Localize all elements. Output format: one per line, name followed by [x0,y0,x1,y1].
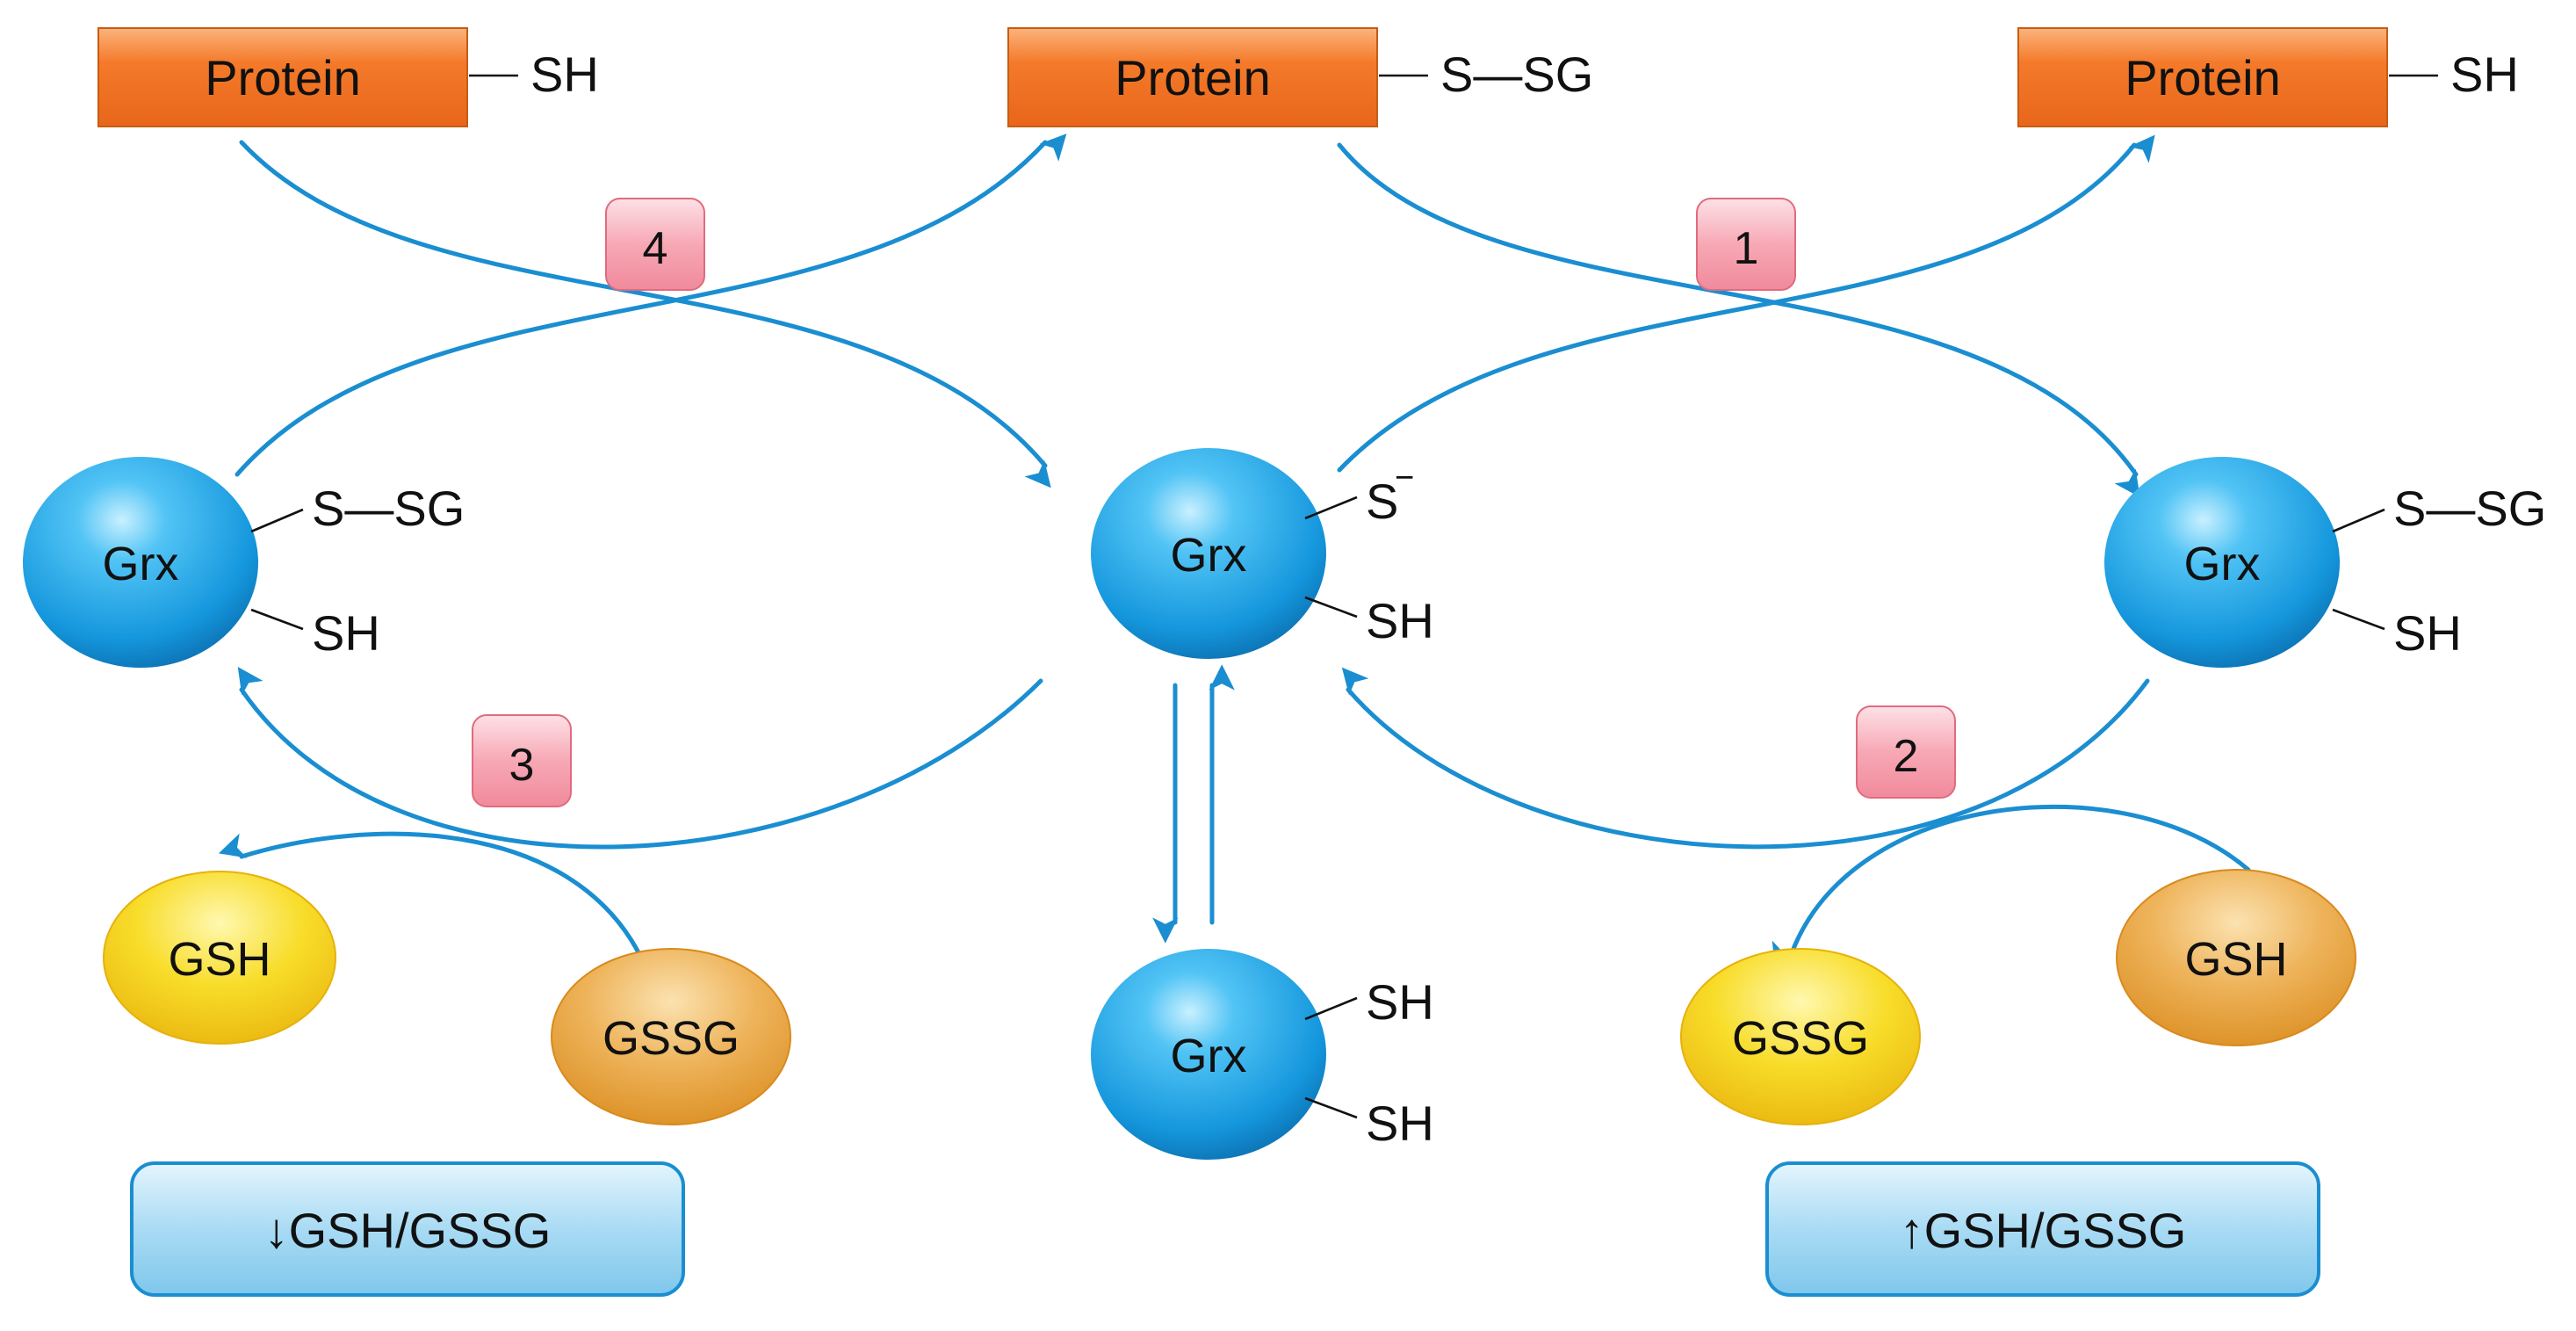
ratio-box-left: ↓GSH/GSSG [130,1161,685,1297]
grx-sphere [23,457,258,668]
svg-text:1: 1 [1734,223,1759,274]
gssg-left: GSSG [551,948,791,1125]
grx-sphere [1091,949,1326,1160]
arrow-gssg-to-gsh-left [218,831,644,960]
grx-left-glutathionylated: Grx S—SG SH [23,457,465,668]
protein-box [1007,27,1378,127]
grx-label: Grx [2184,538,2261,590]
arrow-protein1-to-center-grx [239,140,1051,488]
grx-sphere [1091,448,1326,659]
grx-sphere [2104,457,2340,668]
protein-label: Protein [205,50,360,105]
ratio-label-decreased: ↓GSH/GSSG [264,1203,552,1258]
protein-label: Protein [1115,50,1270,105]
arrow-protein2-to-right-grx [1337,142,2140,497]
protein-center: Protein S—SG [1007,27,1593,127]
gssg-right: GSSG [1680,948,1921,1125]
arrow-gsh-to-gssg-right [1771,804,2251,970]
arrow-center-grx-to-left-grx [237,667,1043,850]
step-badge-4: 4 [605,198,705,291]
svg-text:2: 2 [1894,731,1919,782]
step-badge-2: 2 [1856,705,1956,799]
grx-bottom-group: SH [312,605,380,661]
grx-right-glutathionylated: Grx S—SG SH [2104,457,2546,668]
thiol-group-label: SH [2450,47,2519,102]
ratio-label-increased: ↑GSH/GSSG [1900,1203,2187,1258]
svg-text:GSSG: GSSG [1732,1012,1869,1065]
arrow-left-grx-to-protein2 [235,134,1067,477]
grx-bottom-group: SH [2393,605,2462,661]
protein-label: Protein [2125,50,2280,105]
step-badge-1: 1 [1696,198,1796,291]
svg-text:4: 4 [643,223,668,274]
grx-top-group: S—SG [312,481,465,536]
arrow-center-grx-to-protein3 [1337,134,2155,473]
grx-top-group: SH [1366,974,1434,1030]
grx-label: Grx [103,538,179,590]
thiol-group-label: SH [530,47,599,102]
gsh-right: GSH [2116,869,2356,1046]
arrow-right-grx-to-center-grx [1341,667,2150,850]
reaction-arrows [218,134,2251,970]
step-badge-3: 3 [472,714,572,807]
glutathionylated-group-label: S—SG [1440,47,1593,102]
grx-label: Grx [1171,529,1247,582]
grx-bottom-group: SH [1366,1096,1434,1151]
grx-top-group: S [1366,474,1398,529]
grx-bottom-group: SH [1366,593,1434,648]
protein-box [2017,27,2388,127]
protein-right: Protein SH [2017,27,2519,127]
svg-text:GSH: GSH [168,933,271,986]
grx-label: Grx [1171,1030,1247,1082]
svg-text:3: 3 [509,740,535,791]
grx-bottom-reduced: Grx SH SH [1091,949,1434,1160]
ratio-box-right: ↑GSH/GSSG [1765,1161,2320,1297]
grx-center-thiolate: Grx S − SH [1091,448,1434,659]
grx-top-group: S—SG [2393,481,2546,536]
protein-left: Protein SH [97,27,599,127]
gsh-left: GSH [103,871,336,1045]
svg-text:GSSG: GSSG [603,1012,740,1065]
protein-box [97,27,468,127]
svg-text:GSH: GSH [2184,933,2287,986]
grx-top-charge: − [1395,459,1414,496]
